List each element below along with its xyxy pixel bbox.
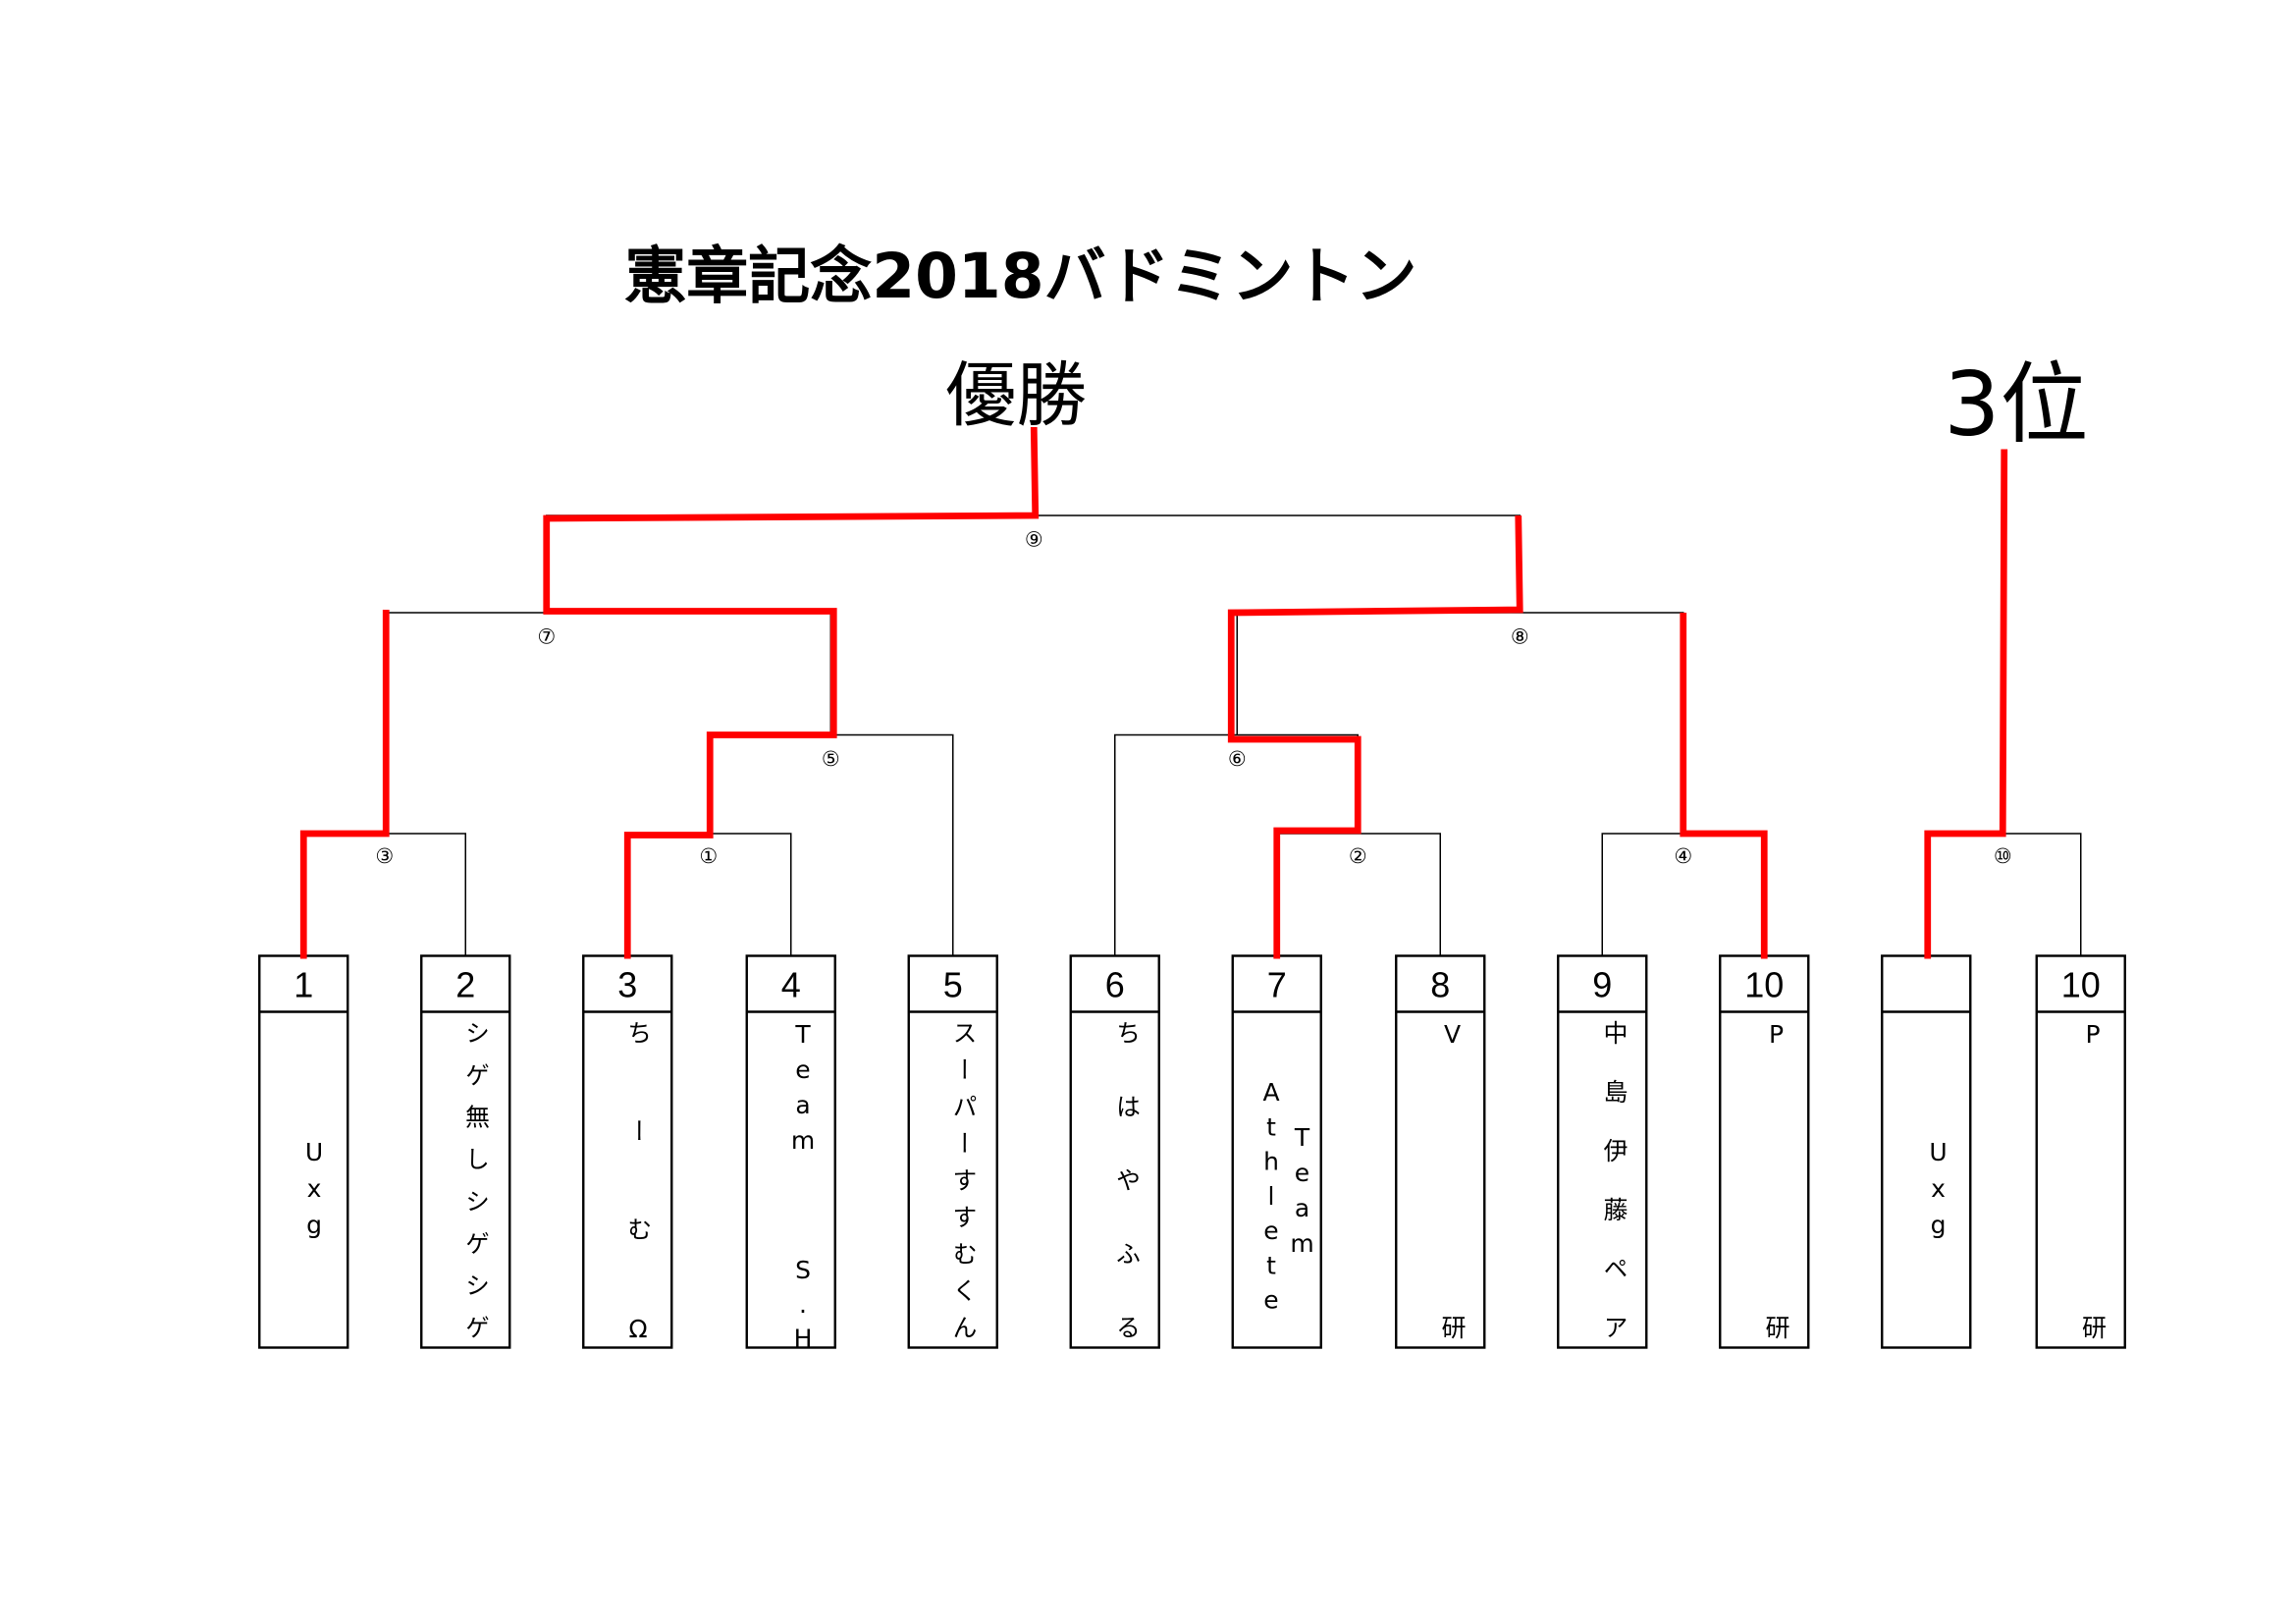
match-number-label: ⑩	[1994, 844, 2012, 868]
entry-boxes: 1 2 3 4 5 6 7 8 9 10 10	[258, 954, 2126, 1349]
entry-name: シゲ無しシゲシゲ	[461, 1020, 491, 1357]
entry-box-frame	[1069, 954, 1160, 1349]
entry-name: Uxg	[299, 1138, 329, 1247]
entry-box-frame	[258, 954, 349, 1349]
entry-box-10: 10	[1719, 954, 1810, 1349]
entry-box-2: 2	[420, 954, 511, 1349]
entry-box-5: 5	[907, 954, 998, 1349]
entry-box-frame	[1231, 954, 1322, 1349]
winner-path	[1227, 514, 1523, 959]
entry-name: Athlete	[1256, 1077, 1286, 1321]
entry-name: 研	[1438, 1315, 1467, 1339]
entry-number: 1	[294, 965, 313, 1005]
entry-name: ちーむΩ	[623, 1020, 653, 1417]
winner-path	[543, 426, 1040, 959]
entry-name: 研	[1762, 1315, 1790, 1339]
entry-box-frame	[1719, 954, 1810, 1349]
entry-number: 7	[1267, 965, 1287, 1005]
entry-box-frame	[420, 954, 511, 1349]
entry-number: 4	[781, 965, 801, 1005]
entry-number: 8	[1430, 965, 1450, 1005]
entry-name: P	[1762, 1020, 1790, 1049]
entry-number: 10	[2061, 965, 2101, 1005]
entry-name: P	[2078, 1020, 2108, 1049]
entry-name: ちはやふる	[1112, 1020, 1142, 1388]
entry-number: 3	[617, 965, 637, 1005]
entry-number: 6	[1105, 965, 1125, 1005]
match-number-label: ⑨	[1025, 528, 1043, 552]
champion-label: 優勝	[945, 354, 1087, 437]
entry-name: Team	[788, 1020, 818, 1162]
entry-name: スーパーすすむくん	[949, 1020, 978, 1352]
match-labels: ③ ① ⑤ ⑦ ⑥ ② ④ ⑧ ⑨ ⑩	[375, 528, 2011, 869]
entry-name: Uxg	[1924, 1138, 1952, 1247]
match-number-label: ②	[1349, 844, 1367, 868]
winner-paths	[299, 426, 2008, 959]
entry-number: 10	[1744, 965, 1784, 1005]
bracket-title: 憲章記念2018バドミントン	[624, 241, 1416, 312]
match-number-label: ⑦	[537, 625, 556, 649]
entry-box-frame	[2035, 954, 2126, 1349]
entry-number: 5	[943, 965, 963, 1005]
match-number-label: ⑤	[822, 747, 840, 771]
match-number-label: ⑥	[1228, 747, 1247, 771]
entry-box-6: 6	[1069, 954, 1160, 1349]
winner-path	[1680, 613, 1768, 959]
match-number-label: ④	[1674, 844, 1692, 868]
entry-box-8: 8	[1395, 954, 1486, 1349]
third-place-label: 3位	[1944, 353, 2088, 457]
entry-box-frame	[907, 954, 998, 1349]
entry-box-frame	[1557, 954, 1648, 1349]
entry-number: 2	[455, 965, 475, 1005]
entry-box-4: 4	[745, 954, 836, 1349]
entry-box-12: 10	[2035, 954, 2126, 1349]
entry-box-1: 1	[258, 954, 349, 1349]
entry-box-frame	[582, 954, 673, 1349]
entry-number: 9	[1592, 965, 1612, 1005]
entry-box-frame	[745, 954, 836, 1349]
entry-name: V	[1438, 1020, 1467, 1049]
entry-name: 研	[2078, 1315, 2108, 1339]
entry-box-3: 3	[582, 954, 673, 1349]
winner-path	[1924, 449, 2008, 959]
entry-name: S.H	[788, 1256, 818, 1359]
entry-name: Team	[1288, 1123, 1316, 1265]
winner-path	[299, 610, 390, 959]
entry-box-9: 9	[1557, 954, 1648, 1349]
match-number-label: ⑧	[1511, 625, 1529, 649]
match-number-label: ③	[375, 844, 394, 868]
entry-name: 中島伊藤ペア	[1600, 1020, 1629, 1374]
entry-box-7: 7	[1231, 954, 1322, 1349]
entry-box-frame	[1395, 954, 1486, 1349]
match-number-label: ①	[699, 844, 718, 868]
